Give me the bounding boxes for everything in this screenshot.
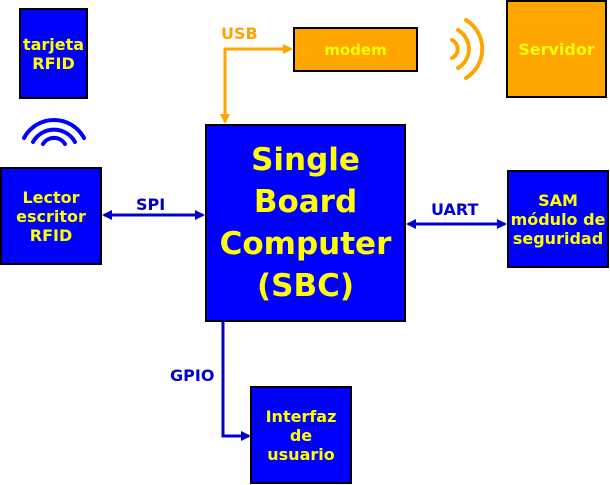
sam-label: SAM módulo de seguridad <box>510 190 606 248</box>
uart-label: UART <box>431 200 479 219</box>
wireless-waves-icon <box>450 18 485 80</box>
sbc-box: Single Board Computer (SBC) <box>205 124 406 322</box>
reader-label: Lector escritor RFID <box>16 187 86 245</box>
usb-connector <box>220 44 293 124</box>
spi-label: SPI <box>136 195 166 214</box>
rfid-card-box: tarjeta RFID <box>19 8 88 99</box>
server-box: Servidor <box>506 0 607 98</box>
modem-box: modem <box>293 27 418 72</box>
gpio-label: GPIO <box>170 366 215 385</box>
modem-label: modem <box>324 40 387 59</box>
sam-box: SAM módulo de seguridad <box>507 170 609 268</box>
ui-label: Interfaz de usuario <box>265 406 337 464</box>
rfid-card-label: tarjeta RFID <box>22 34 85 73</box>
sbc-label: Single Board Computer (SBC) <box>219 141 392 305</box>
wireless-signal-icon <box>22 118 86 146</box>
usb-label: USB <box>221 24 258 43</box>
server-label: Servidor <box>518 39 595 59</box>
reader-box: Lector escritor RFID <box>0 167 102 265</box>
gpio-connector <box>221 322 251 441</box>
ui-box: Interfaz de usuario <box>250 386 352 484</box>
